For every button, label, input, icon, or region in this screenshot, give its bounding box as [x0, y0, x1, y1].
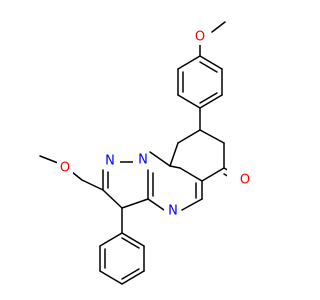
bond: [199, 94, 223, 109]
bond: [199, 129, 225, 144]
bond: [121, 270, 145, 285]
bond: [71, 171, 83, 181]
oxygen-atom-ketone: O: [240, 173, 250, 188]
bond: [201, 167, 225, 182]
bond: [177, 129, 201, 144]
bond: [99, 270, 123, 285]
bond: [102, 189, 123, 209]
bond: [179, 167, 203, 182]
bond: [199, 55, 223, 70]
oxygen-atom-methoxymethyl: O: [60, 161, 70, 176]
nitrogen-atom-n2: N: [105, 154, 115, 169]
canvas-background: [0, 0, 300, 300]
bond: [121, 237, 140, 249]
bond: [81, 179, 104, 191]
bond: [99, 232, 123, 247]
nitrogen-atom-n1: N: [138, 153, 148, 168]
skeleton: [0, 0, 300, 300]
bond: [169, 142, 179, 167]
bond: [177, 55, 201, 70]
oxygen-atom-methoxy-aryl: O: [195, 30, 205, 45]
bond: [199, 61, 218, 73]
nitrogen-atom-pyrimidine: N: [168, 204, 178, 219]
bond: [177, 94, 201, 109]
bond: [199, 92, 218, 104]
bond: [147, 198, 165, 211]
bond: [169, 165, 181, 169]
bond: [181, 198, 203, 211]
molecule-diagram: O O N N N O: [0, 0, 300, 300]
bond: [211, 21, 226, 33]
bond: [121, 232, 145, 247]
bond: [121, 198, 149, 209]
bond: [121, 268, 140, 280]
atom-labels: O O N N N O: [57, 30, 250, 219]
structure-drawing: O O N N N O: [0, 0, 300, 300]
bond: [149, 151, 171, 167]
bond: [39, 155, 59, 164]
